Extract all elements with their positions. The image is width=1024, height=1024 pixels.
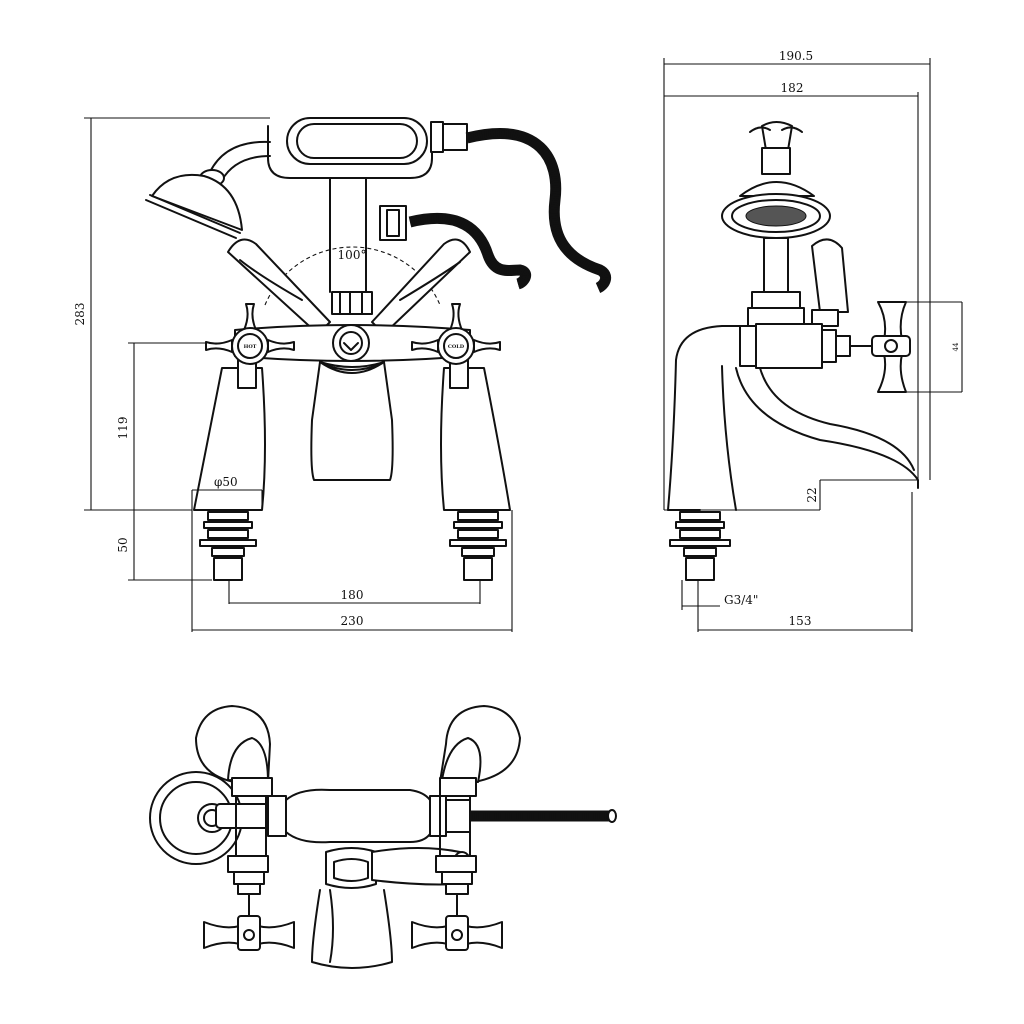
diverter-lever-side — [811, 238, 849, 327]
side-view: 190.5 182 44 22 G3/4" 153 — [663, 49, 963, 632]
tail-fitting-left — [199, 511, 257, 581]
base-top — [311, 889, 393, 969]
dim-side-body-depth-label: 182 — [781, 81, 804, 95]
dim-centers: 180 — [228, 580, 481, 604]
cross-handle-hot[interactable]: HOT — [205, 303, 295, 365]
shower-head-front — [145, 140, 271, 239]
cross-handle-cold[interactable]: COLD — [411, 303, 501, 365]
dim-centers-label: 180 — [341, 588, 364, 602]
dim-side-overall-depth-label: 190.5 — [779, 49, 813, 63]
dim-spout-reach: 153 — [697, 492, 913, 632]
dim-overall-width: 230 — [192, 510, 513, 632]
support-right-top — [435, 795, 477, 919]
shower-head-side — [721, 121, 831, 293]
dim-handle-height-label: 44 — [952, 342, 960, 351]
handset-top — [215, 788, 471, 844]
dim-total-height-label: 283 — [73, 303, 87, 326]
cold-label: COLD — [448, 344, 465, 350]
top-lever-pads — [195, 705, 521, 797]
dim-tail-length: 50 — [116, 510, 212, 581]
dim-swing-angle-label: 100° — [338, 248, 367, 262]
tail-fitting-right — [449, 511, 507, 581]
dim-spout-reach-label: 153 — [789, 614, 812, 628]
dim-spout-clearance: 22 — [664, 479, 918, 511]
cross-handle-top-left[interactable] — [203, 915, 295, 951]
dim-overall-width-label: 230 — [341, 614, 364, 628]
dim-spout-clearance-label: 22 — [805, 487, 819, 502]
mixer-body-side — [667, 291, 919, 511]
pillar-right — [440, 351, 511, 511]
cross-handle-side[interactable] — [849, 301, 911, 393]
dim-side-overall-depth: 190.5 — [663, 49, 931, 510]
cross-handle-top-right[interactable] — [411, 915, 503, 951]
shower-hose-front — [379, 128, 612, 294]
shower-hose-top — [470, 809, 617, 823]
dim-total-height: 283 — [73, 117, 270, 511]
dim-side-body-depth: 182 — [664, 81, 919, 480]
dim-thread-size-label: G3/4" — [724, 593, 758, 607]
top-view — [149, 705, 617, 969]
tail-fitting-side — [669, 511, 731, 581]
mixer-body-front — [234, 291, 471, 481]
diverter-lever — [227, 238, 471, 335]
dim-base-diameter-label: φ50 — [214, 475, 238, 489]
dim-thread-size: G3/4" — [681, 580, 758, 610]
front-view: 283 119 50 φ50 180 — [73, 117, 612, 632]
support-left-top — [227, 795, 269, 919]
dim-tail-length-label: 50 — [116, 537, 130, 552]
dim-lever-height-label: 119 — [116, 417, 130, 440]
hot-label: HOT — [244, 344, 257, 350]
